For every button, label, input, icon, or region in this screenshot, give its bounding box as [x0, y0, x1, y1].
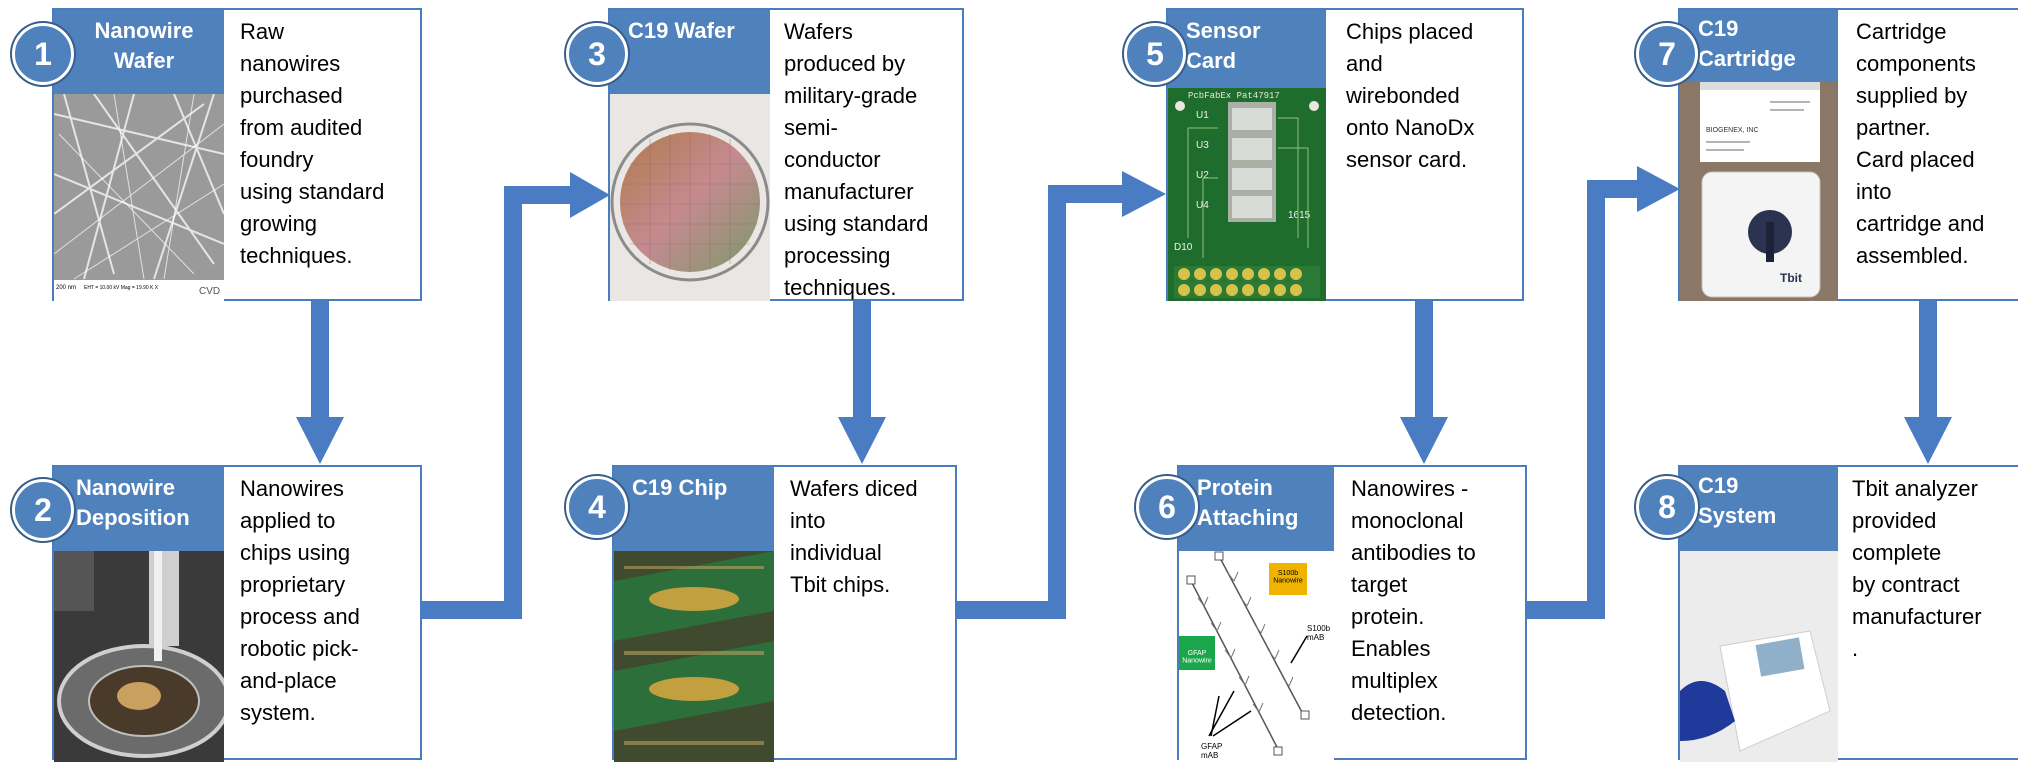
step-1-description: Raw nanowires purchased from audited fou… [240, 19, 385, 268]
cartridge-photo: BIOGENEX, INC Tbit [1680, 82, 1838, 301]
step-5-card: Sensor Card PcbFabEx Pat47917 U1 U3 U2 U… [1166, 8, 1524, 301]
step-7-title: C19 Cartridge [1680, 10, 1838, 82]
step-3-card: C19 Wafer [608, 8, 964, 301]
sensor-code: 1615 [1288, 210, 1311, 221]
step-6-badge: 6 [1136, 476, 1198, 538]
step-1-badge: 1 [12, 23, 74, 85]
step-3-title: C19 Wafer [610, 10, 770, 94]
arrow-5-to-6-head [1400, 417, 1448, 464]
step-8-badge: 8 [1636, 476, 1698, 538]
sensor-board-label: PcbFabEx Pat47917 [1188, 91, 1280, 101]
sensor-d-label: D10 [1174, 242, 1193, 253]
arrow-2-to-3 [420, 172, 610, 619]
nanowire-sem-photo: 200 nm EHT = 10.00 kV Mag = 19.90 K X CV… [54, 94, 224, 301]
step-6-description: Nanowires - monoclonal antibodies to tar… [1351, 476, 1476, 725]
step-1-title: Nanowire Wafer [54, 10, 224, 94]
sensor-chip-label-u3: U3 [1196, 140, 1209, 151]
deposition-machine-photo [54, 551, 224, 762]
chip-photo [614, 551, 774, 762]
step-2-description: Nanowires applied to chips using proprie… [240, 476, 360, 725]
step-8-description: Tbit analyzer provided complete by contr… [1852, 476, 1982, 661]
arrow-6-to-7 [1525, 166, 1680, 619]
sem-scale-bar: 200 nm [56, 285, 76, 291]
sensor-chip-label-u1: U1 [1196, 110, 1209, 121]
arrow-1-to-2-head [296, 417, 344, 464]
step-4-badge: 4 [566, 476, 628, 538]
step-2-title: Nanowire Deposition [54, 467, 224, 551]
step-2-card: Nanowire Deposition Nanowires applied to… [52, 465, 422, 762]
arrow-7-to-8 [1919, 299, 1937, 417]
step-3-badge: 3 [566, 23, 628, 85]
step-5-badge: 5 [1124, 23, 1186, 85]
arrow-7-to-8-head [1904, 417, 1952, 464]
cartridge-company-label: BIOGENEX, INC [1706, 127, 1759, 134]
sem-info: EHT = 10.00 kV Mag = 19.90 K X [84, 285, 159, 291]
arrow-3-to-4 [853, 299, 871, 417]
step-4-description: Wafers diced into individual Tbit chips. [790, 476, 918, 597]
step-8-title: C19 System [1680, 467, 1838, 551]
sensor-chip-label-u2: U2 [1196, 170, 1209, 181]
step-7-card: C19 Cartridge BIOGENEX, INC Tbit Cartrid… [1678, 8, 2018, 301]
arrow-3-to-4-head [838, 417, 886, 464]
step-4-title: C19 Chip [614, 467, 774, 551]
arrow-1-to-2 [311, 299, 329, 417]
step-6-title: Protein Attaching [1179, 467, 1334, 551]
step-5-title: Sensor Card [1168, 10, 1326, 94]
step-5-description: Chips placed and wirebonded onto NanoDx … [1346, 19, 1475, 172]
sem-logo: CVD [199, 286, 220, 297]
analyzer-photo [1680, 551, 1838, 762]
step-3-description: Wafers produced by military-grade semi- … [784, 19, 929, 300]
step-2-badge: 2 [12, 479, 74, 541]
step-1-card: Nanowire Wafer 200 nm EHT = 10.00 kV Ma [52, 8, 422, 301]
step-4-card: C19 Chip Wafers diced into individual Tb… [612, 465, 957, 762]
step-7-badge: 7 [1636, 23, 1698, 85]
sensor-card-photo: PcbFabEx Pat47917 U1 U3 U2 U4 1615 D10 [1168, 88, 1326, 301]
step-7-description: Cartridge components supplied by partner… [1856, 19, 1985, 268]
wafer-photo [610, 94, 770, 301]
step-8-card: C19 System Tbit analyzer provided comple… [1678, 465, 2018, 762]
arrow-4-to-5 [957, 171, 1166, 619]
arrow-5-to-6 [1415, 299, 1433, 417]
cartridge-brand-label: Tbit [1780, 271, 1802, 285]
